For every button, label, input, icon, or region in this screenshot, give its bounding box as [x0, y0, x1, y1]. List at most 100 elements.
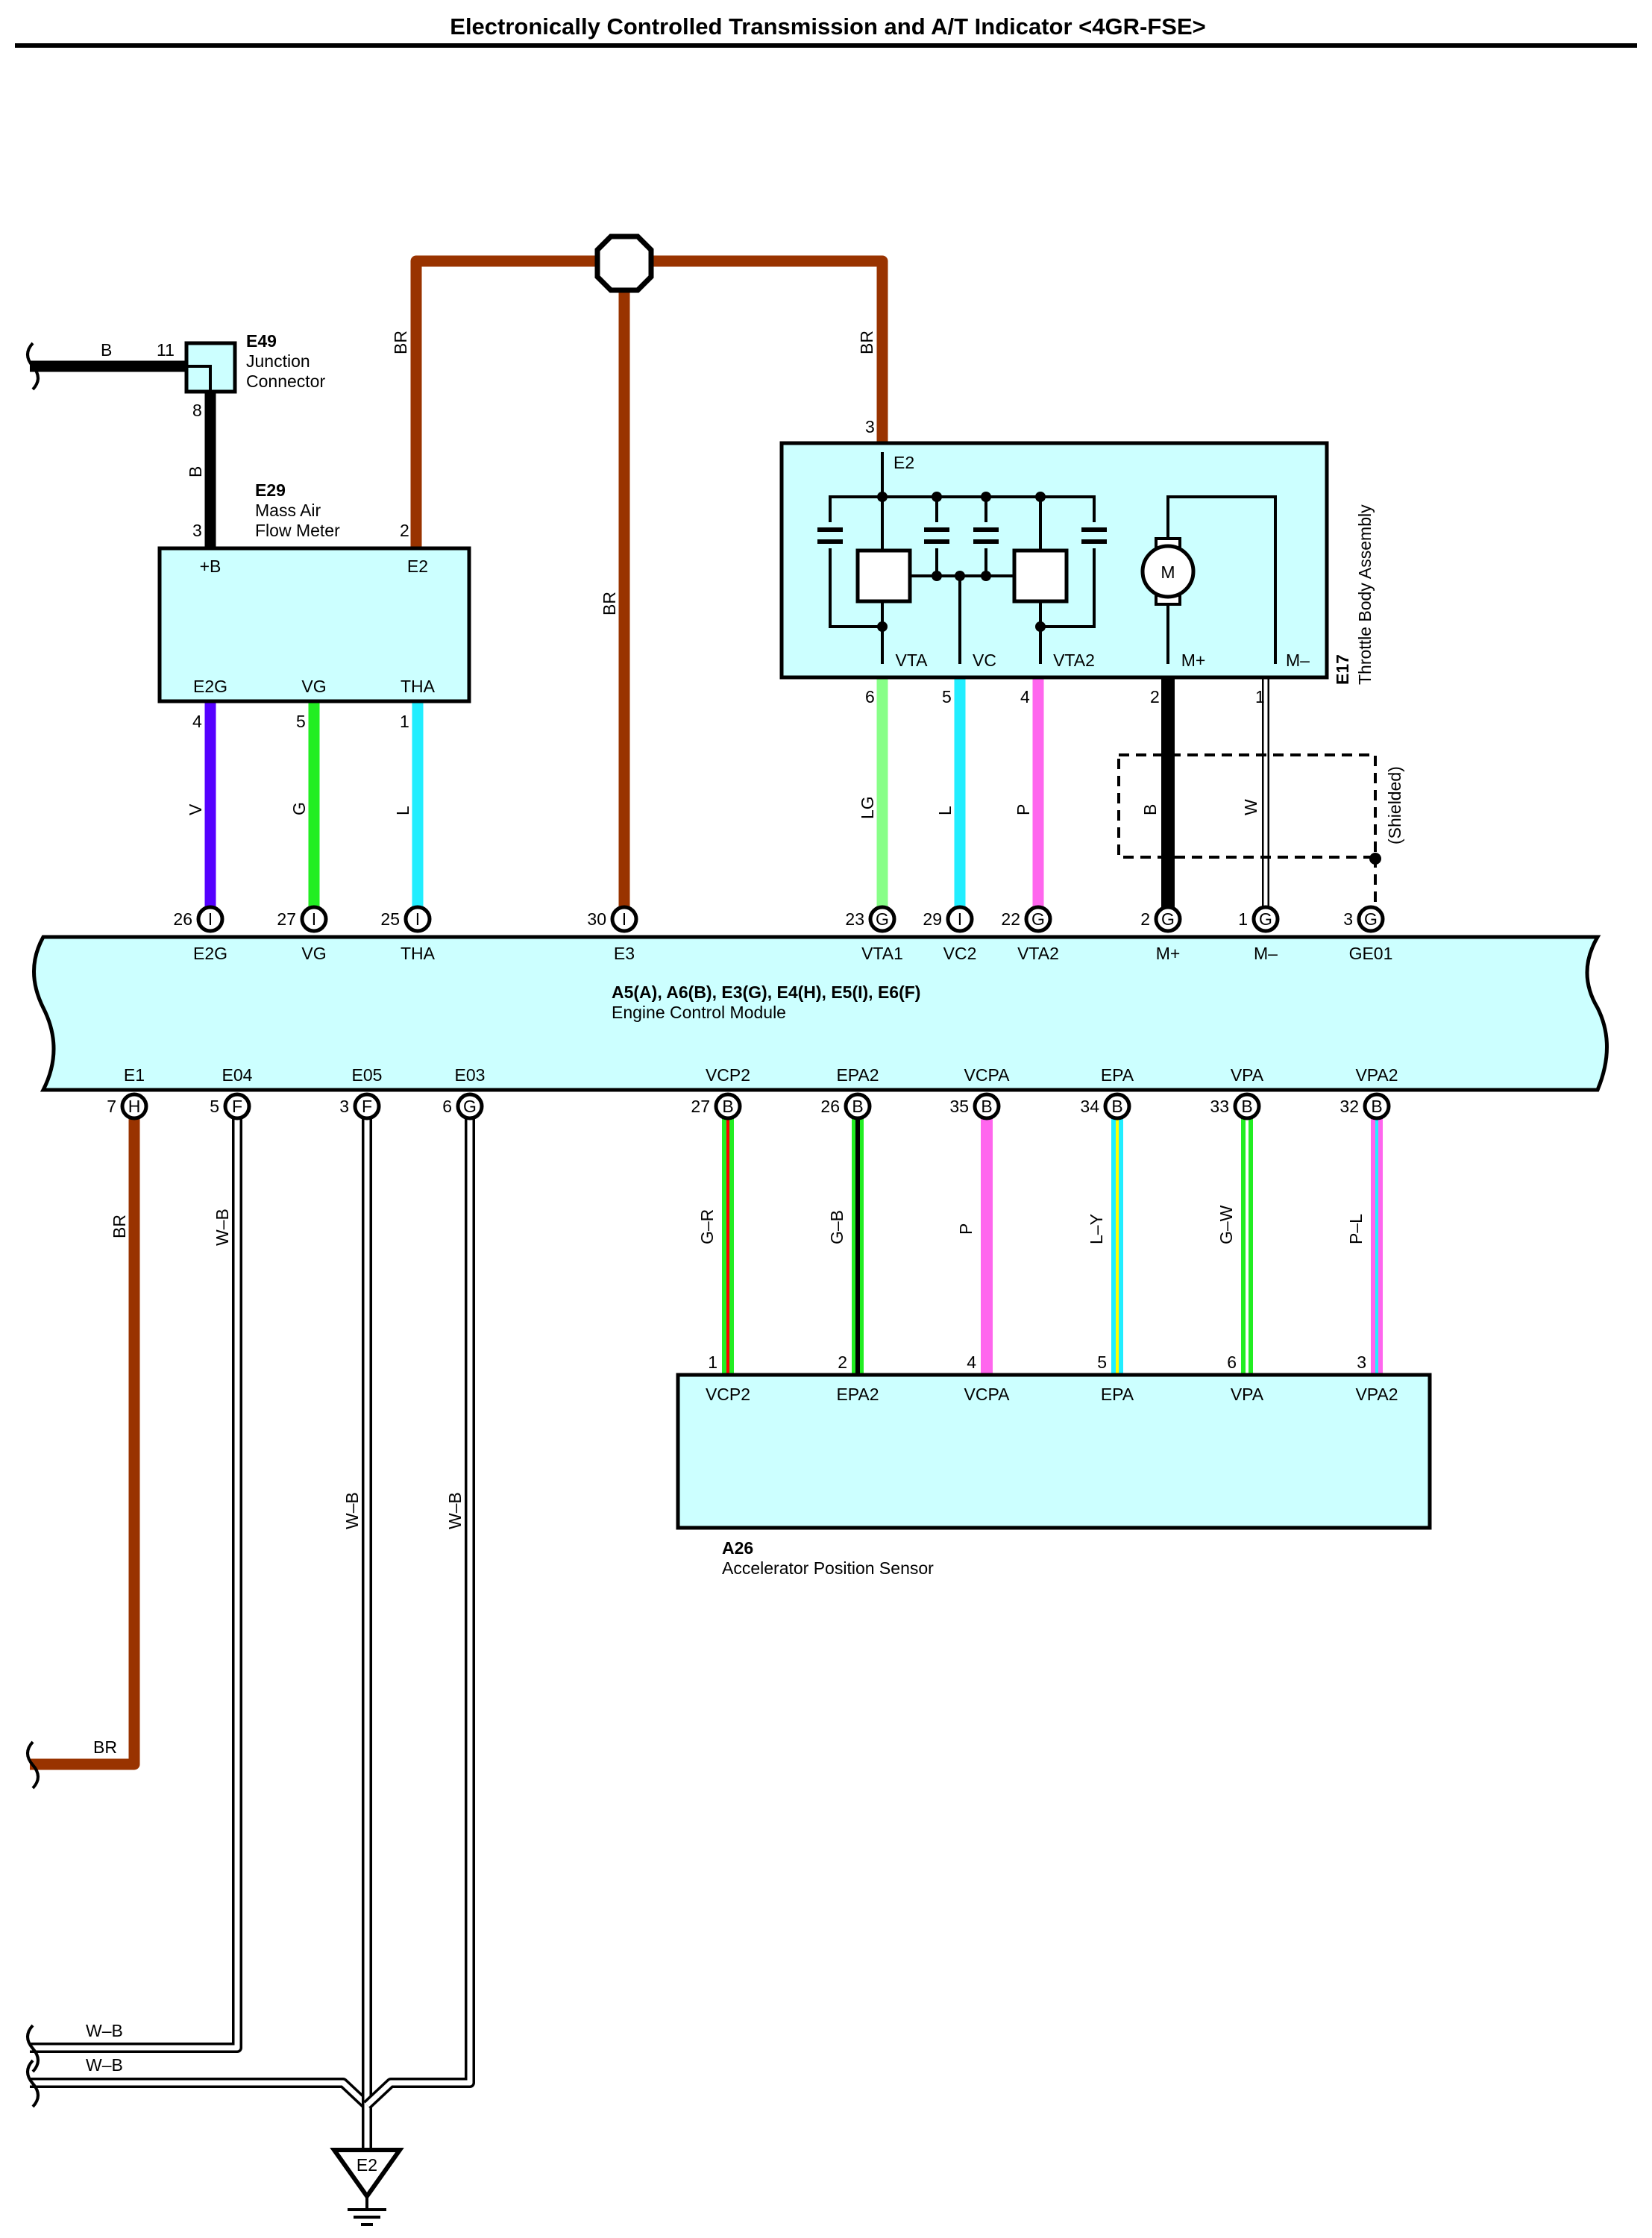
- lower-wire-labels: BR W–B W–B W–B G–R G–B P L–Y G–W P–L BR …: [86, 1205, 1366, 2075]
- ecm-connectors: A5(A), A6(B), E3(G), E4(H), E5(I), E6(F): [612, 982, 920, 1002]
- upper-wire-labels: BR BR BR V G L LG L P B W: [186, 330, 1260, 819]
- wire-label-p: P: [1014, 804, 1033, 815]
- e17-throttle-body-assembly: E2 3: [779, 417, 1404, 844]
- a26-code: A26: [722, 1538, 753, 1558]
- ecm-pin-name: VCPA: [964, 1065, 1011, 1085]
- e17-sensor-circuit: [829, 452, 1096, 664]
- ecm-pin-name: VTA2: [1017, 944, 1059, 963]
- ecm-pin-number: 2: [1140, 909, 1150, 929]
- ecm-pin-number: 3: [339, 1097, 349, 1116]
- e29-pinnum-pb: 3: [192, 521, 202, 540]
- wire-label-pl: P–L: [1346, 1214, 1366, 1244]
- e17-pinnum-mminus: 1: [1255, 687, 1265, 706]
- engine-control-module: A5(A), A6(B), E3(G), E4(H), E5(I), E6(F)…: [32, 905, 1609, 1120]
- e29-pinnum-vg: 5: [296, 712, 306, 731]
- wire-label-gb: G–B: [827, 1210, 847, 1244]
- ecm-pin-connector: G: [1259, 909, 1272, 929]
- ecm-pin-number: 6: [442, 1097, 452, 1116]
- e17-pin-mminus: M–: [1286, 651, 1310, 670]
- e17-code: E17: [1333, 654, 1352, 685]
- wire-label-br-e17: BR: [857, 330, 876, 354]
- ecm-pin-number: 26: [820, 1097, 840, 1116]
- ecm-pin-connector: F: [362, 1097, 372, 1116]
- wire-break-e1: [26, 1740, 40, 1790]
- e49-code: E49: [246, 331, 277, 351]
- diagram-title: Electronically Controlled Transmission a…: [450, 13, 1205, 40]
- ecm-top-pins: I26E2GI27VGI25THAI30E3G23VTA1I29VC2G22VT…: [173, 905, 1392, 963]
- wire-label-wb-2: W–B: [86, 2055, 123, 2075]
- a26-name: Accelerator Position Sensor: [722, 1558, 934, 1578]
- ecm-pin-connector: B: [1241, 1097, 1252, 1116]
- ecm-pin-connector: I: [415, 909, 420, 929]
- e29-pin-e2: E2: [407, 557, 428, 576]
- wire-label-l2: L: [935, 806, 955, 815]
- wire-label-gw: G–W: [1216, 1205, 1236, 1244]
- ecm-pin-number: 22: [1001, 909, 1020, 929]
- ecm-pin-number: 23: [845, 909, 864, 929]
- e17-pin-vc: VC: [973, 651, 996, 670]
- e29-mass-air-flow-meter: E29 Mass Air Flow Meter +B E2 E2G VG THA…: [157, 480, 471, 731]
- ecm-pin-number: 33: [1210, 1097, 1229, 1116]
- e49-wire-out-label: B: [186, 466, 205, 477]
- ecm-pin-name: E3: [614, 944, 635, 963]
- e29-pin-e2g: E2G: [193, 677, 227, 696]
- ecm-pin-number: 26: [173, 909, 192, 929]
- e29-name-1: Mass Air: [255, 501, 321, 520]
- ecm-pin-number: 35: [949, 1097, 969, 1116]
- wire-label-g: G: [289, 802, 309, 815]
- ground-label: E2: [357, 2155, 377, 2175]
- wire-label-gr: G–R: [697, 1209, 717, 1244]
- ecm-pin-name: M–: [1254, 944, 1278, 963]
- ecm-pin-number: 1: [1238, 909, 1248, 929]
- e29-pinnum-tha: 1: [400, 712, 409, 731]
- e29-pin-pb: +B: [200, 557, 222, 576]
- a26-pin-name: EPA: [1101, 1385, 1134, 1404]
- ecm-pin-number: 30: [587, 909, 606, 929]
- ecm-pin-connector: G: [1364, 909, 1378, 929]
- wire-label-e03: W–B: [445, 1492, 465, 1529]
- e17-pin-vta2: VTA2: [1053, 651, 1095, 670]
- e29-name-2: Flow Meter: [255, 521, 340, 540]
- e49-junction-connector: E49 Junction Connector 11 8 B B: [101, 331, 325, 477]
- ecm-pin-number: 5: [210, 1097, 219, 1116]
- ecm-pin-m: G1M–: [1238, 905, 1280, 963]
- a26-pin-name: VPA2: [1355, 1385, 1398, 1404]
- e49-wire-in-label: B: [101, 340, 112, 360]
- ground-e2: E2: [330, 2148, 404, 2226]
- wire-e1: [30, 1106, 140, 1770]
- a26-pin-number: 1: [708, 1352, 717, 1372]
- ecm-pin-number: 25: [380, 909, 400, 929]
- wire-label-wb-1: W–B: [86, 2021, 123, 2040]
- ecm-bottom-pins: H7E1F5E04F3E05G6E03B27VCP2B26EPA2B35VCPA…: [107, 1065, 1398, 1120]
- wire-label-p2: P: [956, 1223, 976, 1235]
- ecm-pin-name: EPA2: [836, 1065, 879, 1085]
- ecm-pin-connector: B: [1371, 1097, 1382, 1116]
- ecm-pin-connector: B: [722, 1097, 733, 1116]
- ecm-pin-connector: G: [1161, 909, 1175, 929]
- a26-pin-number: 5: [1097, 1352, 1107, 1372]
- e17-pinnum-vta2: 4: [1020, 687, 1030, 706]
- ecm-pin-name: E04: [222, 1065, 253, 1085]
- shield-label: (Shielded): [1385, 766, 1404, 844]
- e17-pinnum-vc: 5: [942, 687, 952, 706]
- a26-wires: [722, 1106, 1383, 1375]
- ecm-pin-number: 34: [1080, 1097, 1099, 1116]
- e49-pin-in: 11: [157, 340, 175, 360]
- wire-label-e1: BR: [110, 1214, 129, 1238]
- ecm-pin-connector: G: [876, 909, 889, 929]
